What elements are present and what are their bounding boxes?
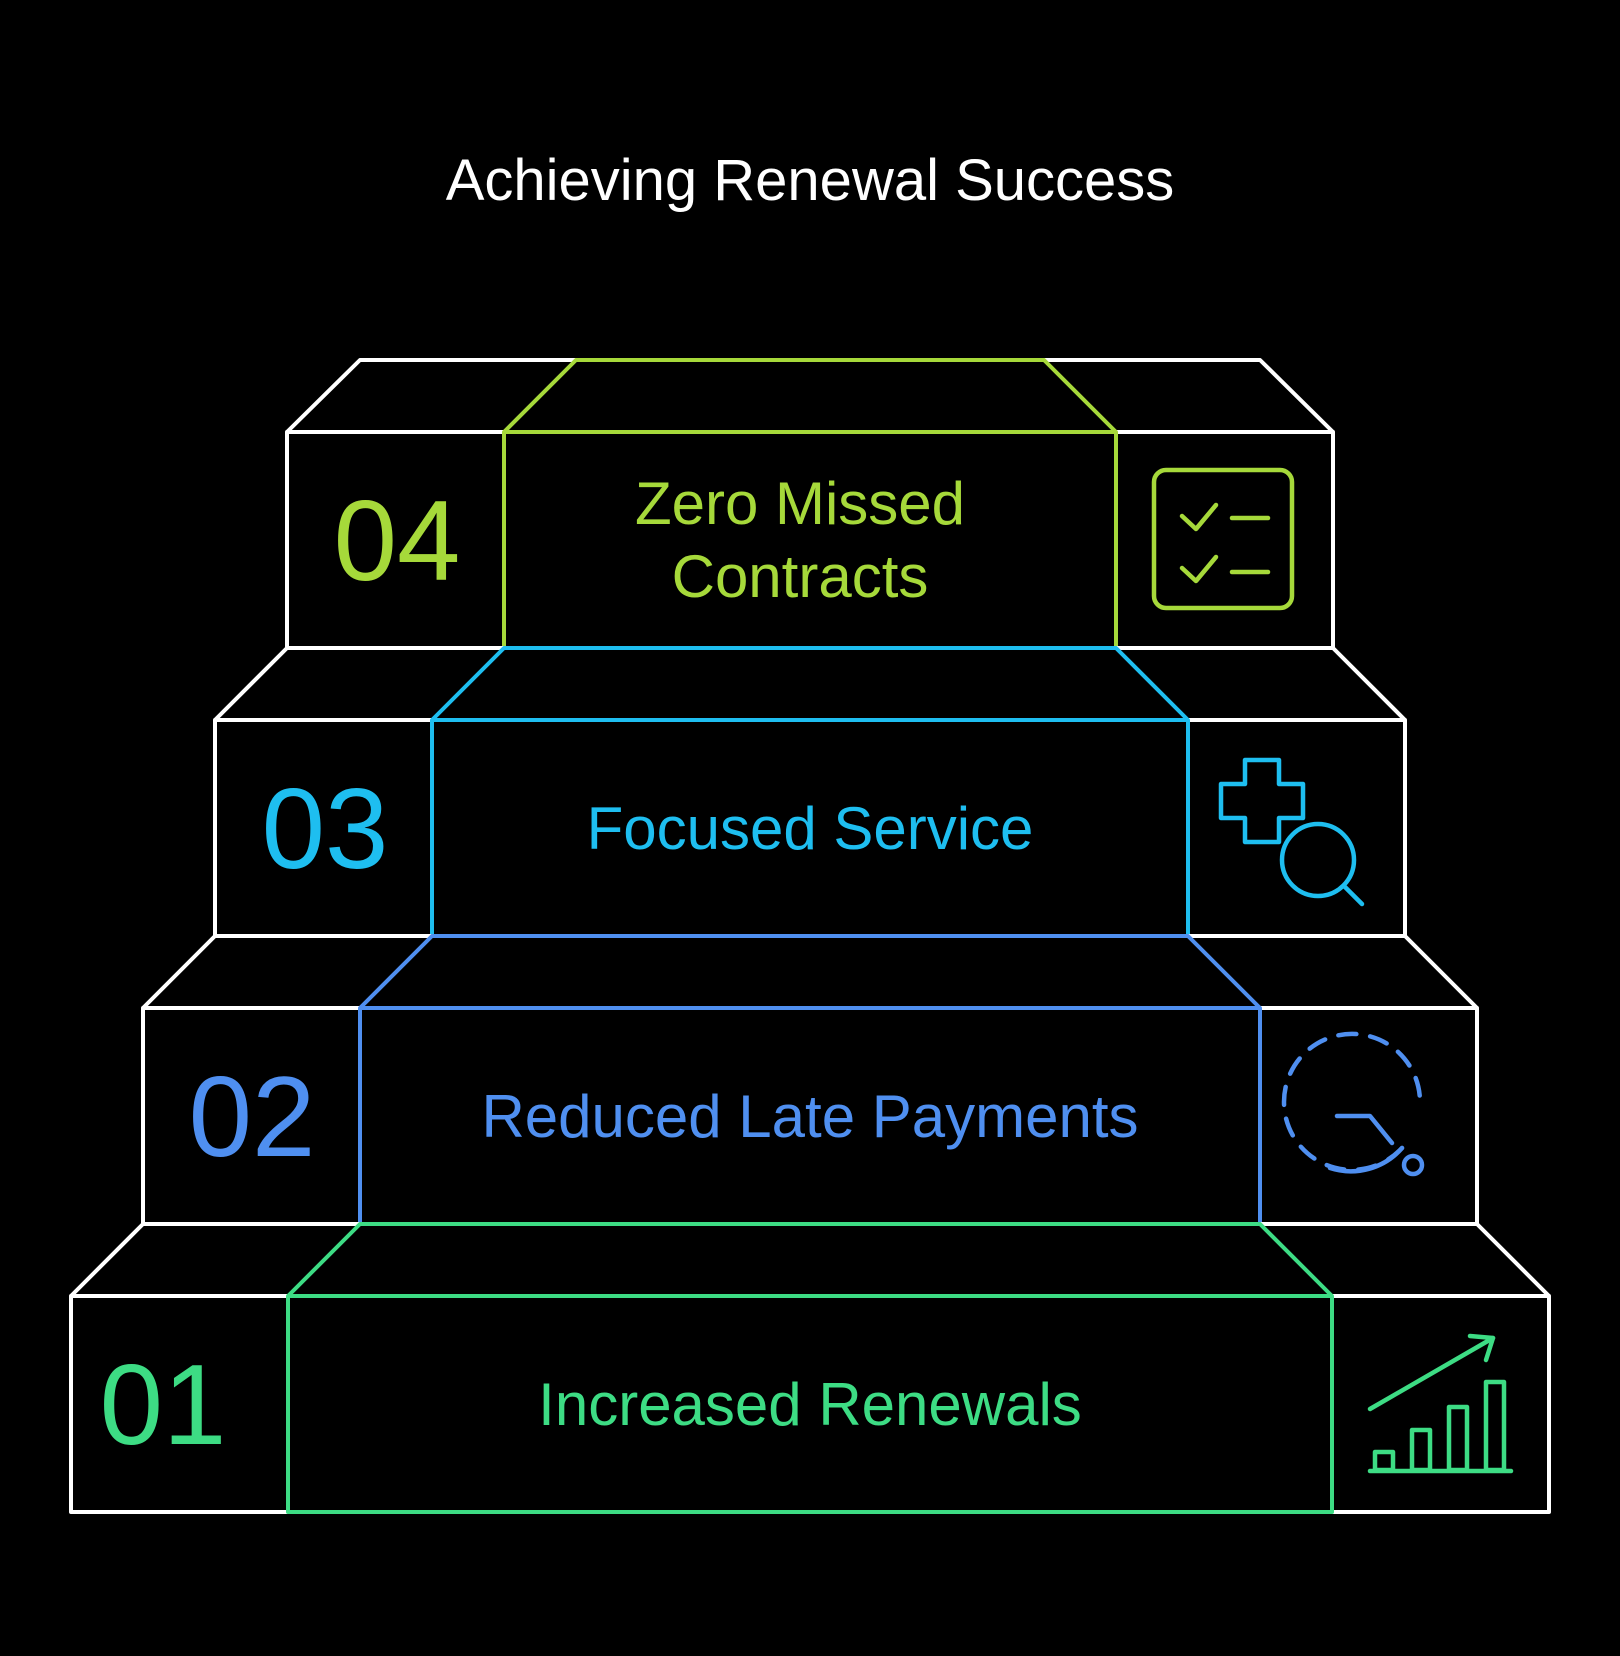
- step-3-label: Focused Service: [587, 795, 1034, 862]
- step-4-label-line-2: Contracts: [672, 543, 929, 610]
- step-2: 02 Reduced Late Payments: [141, 934, 1479, 1226]
- step-2-highlight: [358, 934, 1262, 1226]
- plus-search-icon: [1218, 757, 1365, 907]
- growth-chart-icon: [1367, 1333, 1514, 1474]
- step-3-number: 03: [262, 766, 389, 893]
- step-3: 03 Focused Service: [213, 646, 1407, 938]
- step-1-highlight: [286, 1222, 1334, 1514]
- step-2-number: 02: [189, 1054, 316, 1181]
- step-1-label: Increased Renewals: [538, 1371, 1082, 1438]
- step-1: 01 Increased Renewals: [69, 1222, 1551, 1514]
- step-4-number: 04: [334, 478, 461, 605]
- checklist-icon: [1151, 467, 1295, 611]
- step-2-label: Reduced Late Payments: [481, 1083, 1138, 1150]
- clock-timer-icon: [1281, 1031, 1425, 1177]
- step-1-number: 01: [100, 1342, 227, 1469]
- step-4-label-line-1: Zero Missed: [635, 470, 965, 537]
- step-4: 04 Zero Missed Contracts: [285, 358, 1335, 650]
- step-3-highlight: [430, 646, 1190, 938]
- diagram-title: Achieving Renewal Success: [446, 148, 1175, 213]
